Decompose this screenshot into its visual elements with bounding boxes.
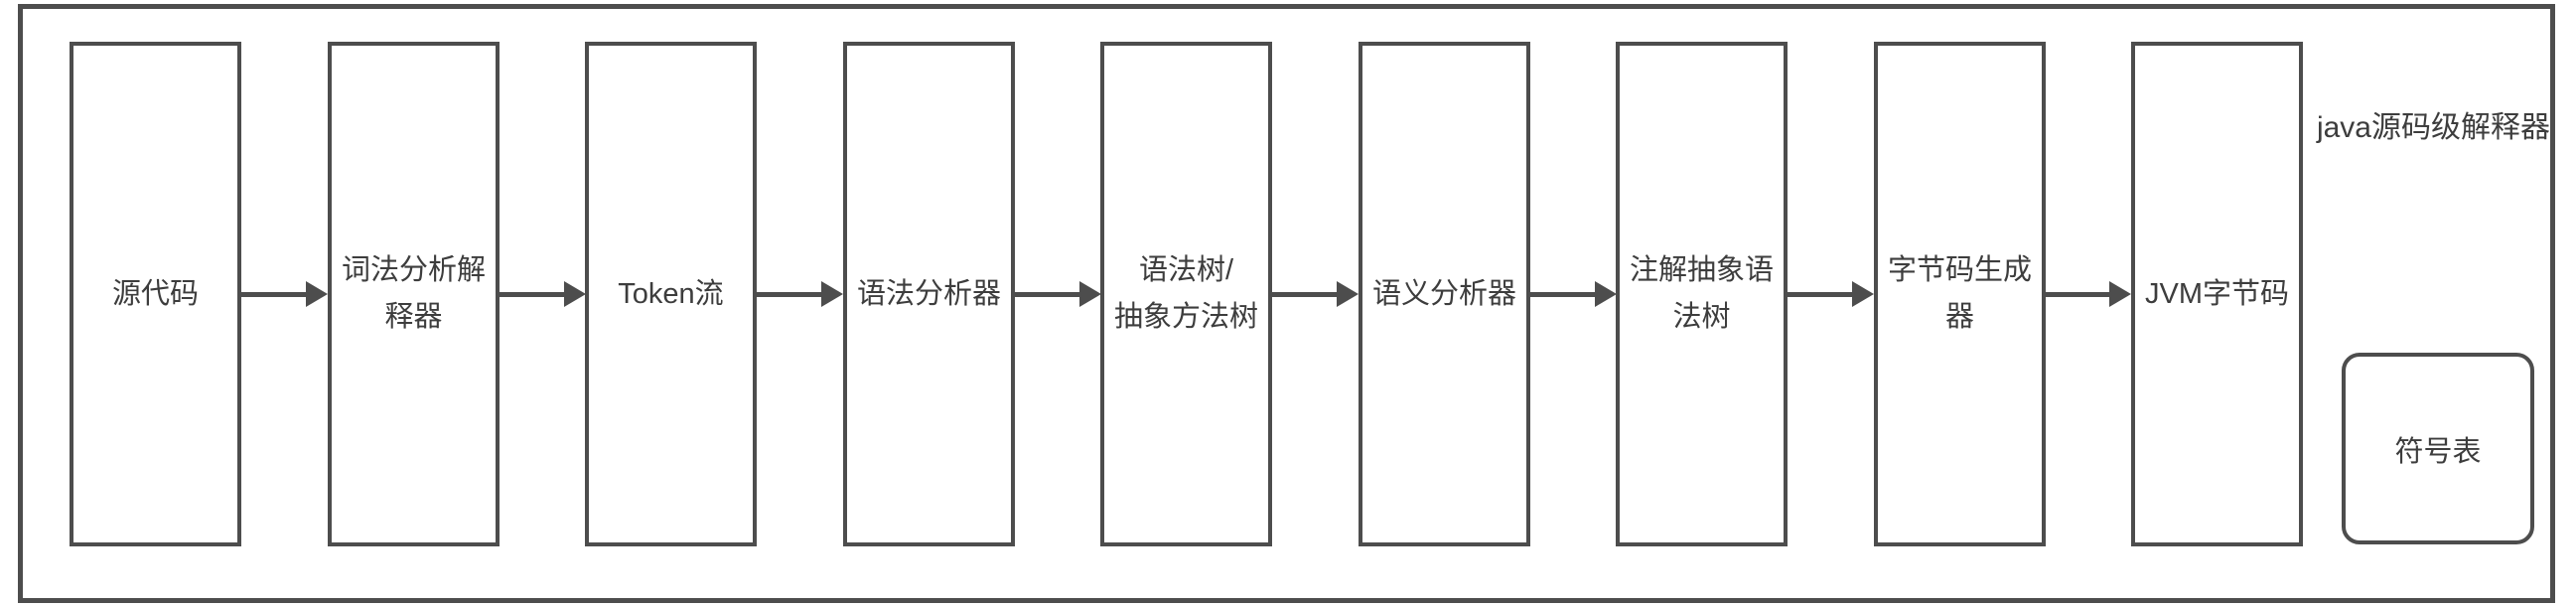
flow-arrow bbox=[1272, 281, 1359, 307]
arrow-line bbox=[1530, 291, 1596, 297]
arrow-right-icon bbox=[564, 281, 586, 307]
arrow-line bbox=[757, 291, 822, 297]
flow-arrow bbox=[500, 281, 586, 307]
flow-arrow bbox=[1530, 281, 1617, 307]
arrow-right-icon bbox=[2109, 281, 2131, 307]
flow-box-bytecode-generator: 字节码生成 器 bbox=[1874, 42, 2046, 546]
symbol-table-box: 符号表 bbox=[2342, 353, 2534, 544]
flow-arrow bbox=[2045, 281, 2131, 307]
arrow-right-icon bbox=[1595, 281, 1617, 307]
arrow-right-icon bbox=[1337, 281, 1359, 307]
arrow-line bbox=[1272, 291, 1338, 297]
arrow-right-icon bbox=[821, 281, 843, 307]
arrow-right-icon bbox=[1079, 281, 1101, 307]
flow-arrow bbox=[1788, 281, 1874, 307]
flow-box-source-code: 源代码 bbox=[70, 42, 241, 546]
flow-box-syntax-tree: 语法树/ 抽象方法树 bbox=[1100, 42, 1272, 546]
arrow-right-icon bbox=[1852, 281, 1874, 307]
flow-box-semantic-analyzer: 语义分析器 bbox=[1359, 42, 1530, 546]
flow-box-annotated-ast: 注解抽象语 法树 bbox=[1616, 42, 1788, 546]
arrow-line bbox=[2045, 291, 2110, 297]
arrow-line bbox=[1788, 291, 1853, 297]
diagram-title: java源码级解释器 bbox=[2316, 111, 2550, 144]
arrow-line bbox=[500, 291, 565, 297]
symbol-table-label: 符号表 bbox=[2394, 435, 2482, 468]
flow-arrow bbox=[1015, 281, 1101, 307]
arrow-line bbox=[1015, 291, 1080, 297]
flow-box-token-stream: Token流 bbox=[585, 42, 757, 546]
flow-box-parser: 语法分析器 bbox=[843, 42, 1015, 546]
arrow-line bbox=[241, 291, 307, 297]
flow-arrow bbox=[757, 281, 843, 307]
flow-arrow bbox=[241, 281, 328, 307]
flow-box-jvm-bytecode: JVM字节码 bbox=[2131, 42, 2303, 546]
flow-box-lexer: 词法分析解 释器 bbox=[328, 42, 500, 546]
arrow-right-icon bbox=[306, 281, 328, 307]
